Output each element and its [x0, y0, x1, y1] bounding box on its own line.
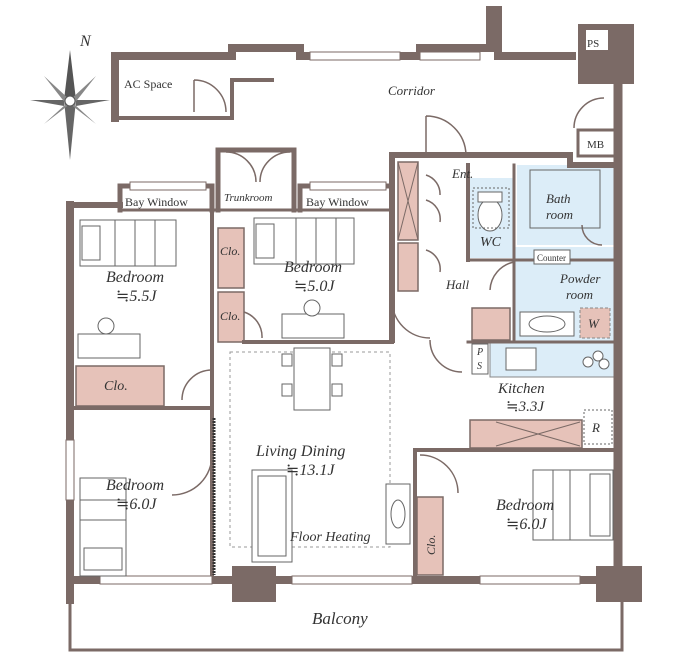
- furniture: [77, 169, 614, 577]
- closet-entrance-2: [397, 242, 419, 292]
- powder-room-label-line2: room: [566, 287, 593, 302]
- kitchen-storage: [469, 419, 583, 449]
- ps-top-label: PS: [587, 38, 599, 50]
- bedroom-sw-label: Bedroom: [106, 477, 164, 494]
- column-mid: [232, 566, 276, 602]
- closet-mid-bottom: [217, 291, 245, 343]
- mb-label: MB: [587, 139, 604, 151]
- washer-label: W: [588, 316, 600, 331]
- bath-room-label-line2: room: [546, 207, 573, 222]
- compass: N: [30, 33, 110, 160]
- living-dining-label: Living Dining: [255, 443, 345, 460]
- closet-shelves: [397, 161, 419, 241]
- kitchen-storage-x: [495, 421, 581, 447]
- compass-center: [64, 95, 76, 107]
- closet-se: [416, 496, 444, 576]
- closet-hall: [471, 307, 511, 341]
- windows: [65, 51, 581, 585]
- ent-label: Ent.: [451, 166, 473, 181]
- bath-room-area: [517, 165, 614, 245]
- floor-heating-label: Floor Heating: [289, 530, 371, 545]
- ps-kitchen-label-line1: P: [476, 347, 483, 358]
- compass-needle-east: [76, 100, 110, 106]
- compass-needle-north: [64, 50, 76, 100]
- compass-north-label: N: [79, 33, 92, 50]
- ps-kitchen-label-line2: S: [477, 361, 482, 372]
- bay-window-left-label: Bay Window: [125, 195, 188, 209]
- closet-mid-top: [217, 227, 245, 289]
- compass-needle-west: [30, 100, 64, 106]
- living-dining-size-label: ≒13.1J: [286, 462, 335, 479]
- closet-se-label: Clo.: [424, 535, 438, 555]
- kitchen-label: Kitchen: [497, 381, 545, 397]
- doors: [171, 79, 605, 496]
- bedroom-n-label: Bedroom: [284, 259, 342, 276]
- bedroom-sw-size-label: ≒6.0J: [116, 496, 157, 513]
- counter-label: Counter: [537, 253, 566, 263]
- wc-label: WC: [480, 235, 502, 250]
- closet-mid-top-label: Clo.: [220, 244, 240, 258]
- powder-room-label-line1: Powder: [559, 271, 601, 286]
- compass-needle-south: [64, 96, 76, 160]
- column-right: [596, 566, 642, 602]
- closet-mid-bottom-label: Clo.: [220, 309, 240, 323]
- refrigerator-label: R: [591, 420, 600, 435]
- washer-pan: [579, 307, 611, 339]
- bedroom-n-size-label: ≒5.0J: [294, 278, 335, 295]
- balcony-label: Balcony: [312, 609, 368, 628]
- kitchen-size-label: ≒3.3J: [506, 399, 545, 415]
- corridor-label: Corridor: [388, 83, 436, 98]
- bath-room-label-line1: Bath: [546, 191, 571, 206]
- bedroom-se-size-label: ≒6.0J: [506, 516, 547, 533]
- bedroom-nw-label: Bedroom: [106, 269, 164, 286]
- hall-label: Hall: [445, 277, 470, 292]
- closet-nw-label: Clo.: [104, 379, 128, 394]
- bedroom-nw-size-label: ≒5.5J: [116, 288, 157, 305]
- ac-space-label: AC Space: [124, 77, 172, 91]
- bedroom-se-label: Bedroom: [496, 497, 554, 514]
- trunkroom-label: Trunkroom: [224, 192, 273, 204]
- bay-window-mid-label: Bay Window: [306, 195, 369, 209]
